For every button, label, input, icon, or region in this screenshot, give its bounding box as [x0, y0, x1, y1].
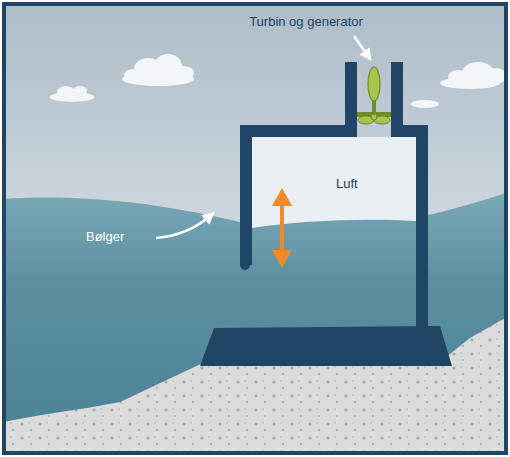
motion-arrow — [272, 188, 292, 268]
turbine-generator — [357, 67, 391, 124]
roof — [240, 125, 357, 137]
sea — [4, 193, 506, 453]
front-wall — [240, 125, 252, 265]
callout-label: Turbin og generator — [249, 14, 363, 30]
air-chamber — [252, 137, 416, 228]
wave-arrow — [156, 216, 210, 238]
clouds — [50, 54, 506, 108]
back-wall — [416, 125, 428, 330]
oscillating-water-column-structure — [200, 62, 452, 366]
chimney-wall — [391, 62, 403, 137]
sky — [4, 4, 506, 453]
leader-arrow — [354, 36, 368, 56]
region-label: Luft — [336, 176, 358, 192]
callout-label: Bølger — [86, 229, 124, 245]
frame — [4, 4, 506, 453]
front-wall-lip — [240, 260, 250, 270]
seabed — [4, 318, 506, 453]
foundation — [200, 326, 452, 366]
chimney-wall — [345, 62, 357, 137]
